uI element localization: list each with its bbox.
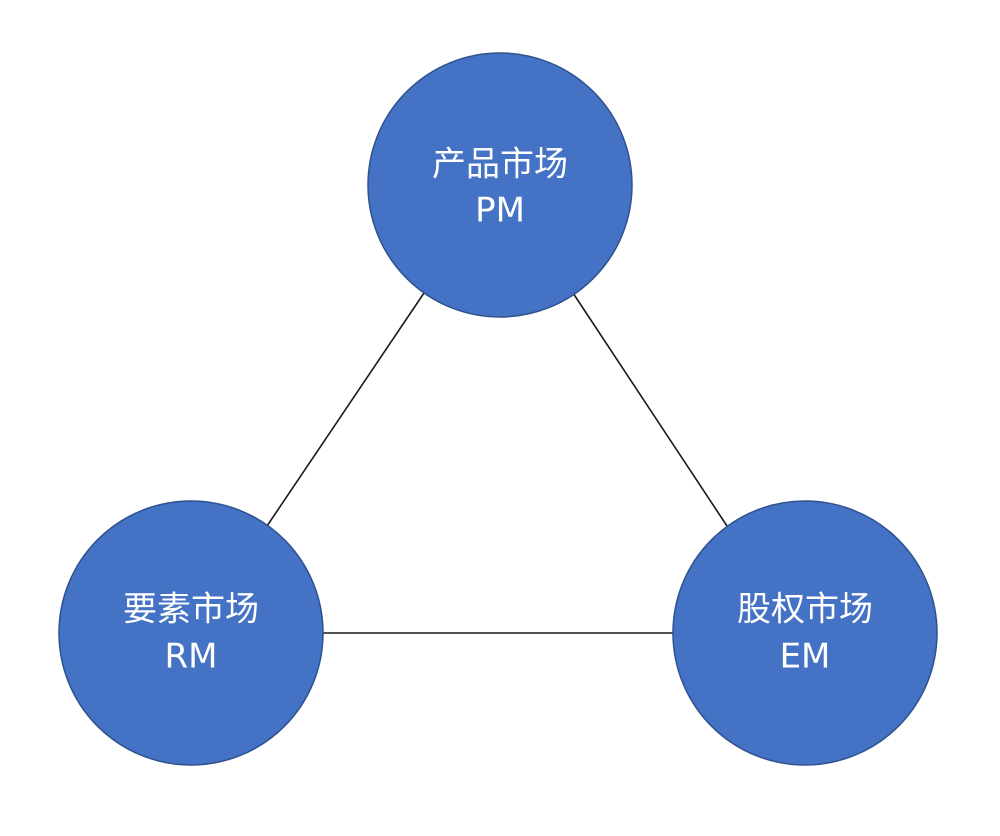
node-rm-code: RM [165, 637, 218, 677]
node-em: 股权市场 EM [672, 500, 938, 766]
node-em-code: EM [780, 637, 831, 677]
node-pm-code: PM [475, 191, 525, 231]
node-pm-name: 产品市场 [432, 145, 568, 185]
node-em-name: 股权市场 [737, 590, 873, 630]
node-pm-circle [367, 52, 633, 318]
connector-pm-rm [266, 292, 425, 527]
node-rm-circle [58, 500, 324, 766]
node-em-circle [672, 500, 938, 766]
node-pm: 产品市场 PM [367, 52, 633, 318]
connector-pm-em [572, 292, 728, 527]
node-rm: 要素市场 RM [58, 500, 324, 766]
node-rm-name: 要素市场 [123, 590, 259, 630]
